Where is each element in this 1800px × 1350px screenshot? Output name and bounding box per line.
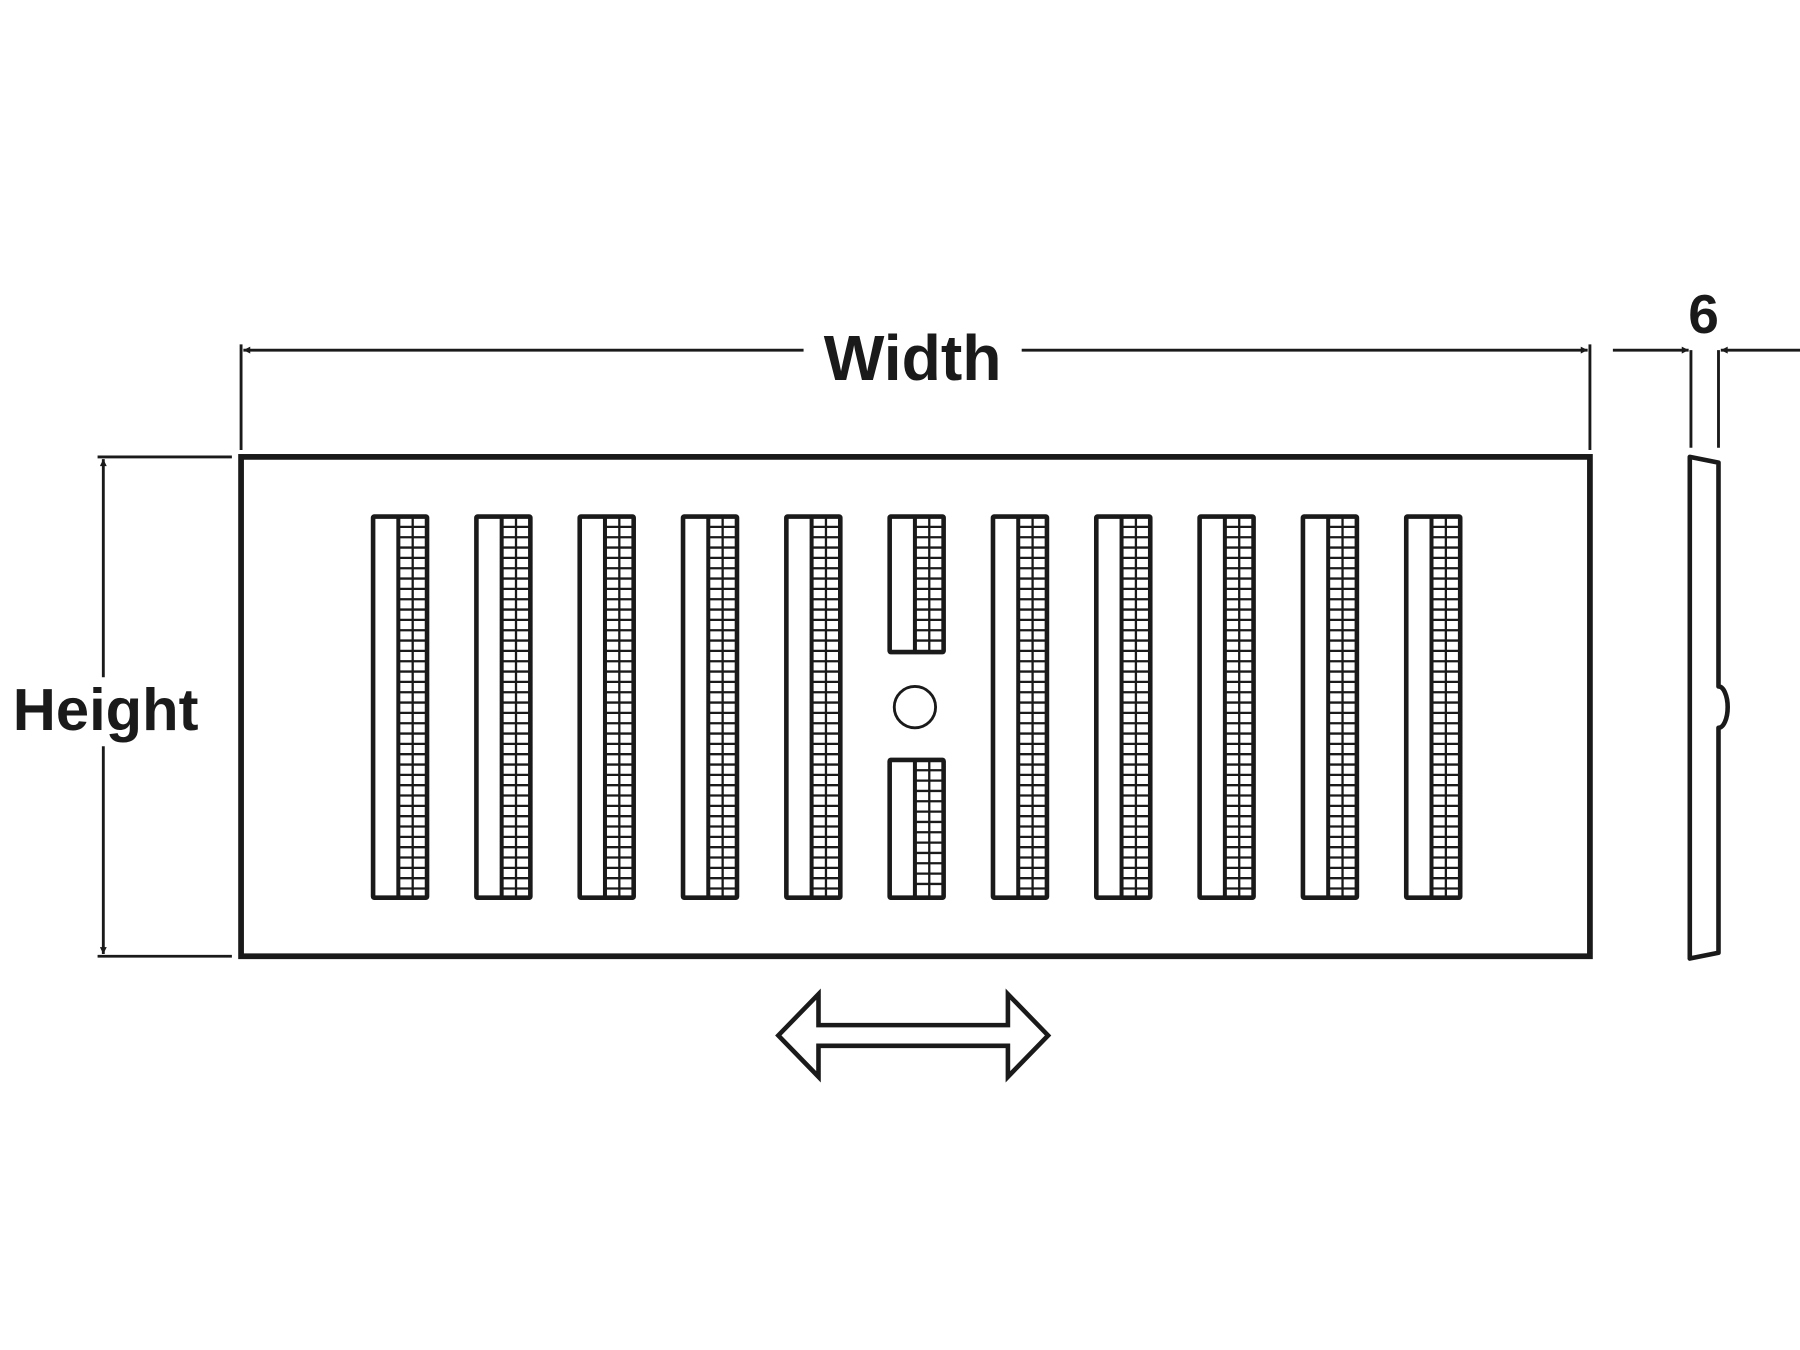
height-dimension bbox=[97, 455, 232, 958]
side-profile bbox=[1687, 454, 1730, 961]
grille-slot-upper bbox=[887, 514, 946, 655]
grille-slot-lower bbox=[887, 757, 946, 900]
grille-plate bbox=[238, 454, 1593, 960]
grille-slot bbox=[1403, 514, 1463, 901]
grille-slot bbox=[1300, 514, 1360, 901]
slide-direction-arrow-icon bbox=[775, 988, 1052, 1083]
grille-slot bbox=[577, 514, 636, 901]
width-label: Width bbox=[824, 322, 1002, 394]
grille-slot bbox=[370, 514, 430, 901]
thickness-label: 6 bbox=[1688, 283, 1719, 345]
thickness-dimension bbox=[1612, 346, 1800, 448]
height-label: Height bbox=[13, 676, 199, 743]
grille-slots bbox=[370, 514, 1463, 901]
width-dimension bbox=[239, 344, 1592, 451]
grille-slot bbox=[1197, 514, 1256, 901]
grille-slot bbox=[680, 514, 740, 901]
grille-slot bbox=[474, 514, 533, 901]
adjuster-knob bbox=[892, 685, 938, 730]
grille-slot bbox=[1094, 514, 1153, 901]
grille-slot bbox=[990, 514, 1050, 901]
grille-slot bbox=[784, 514, 843, 901]
